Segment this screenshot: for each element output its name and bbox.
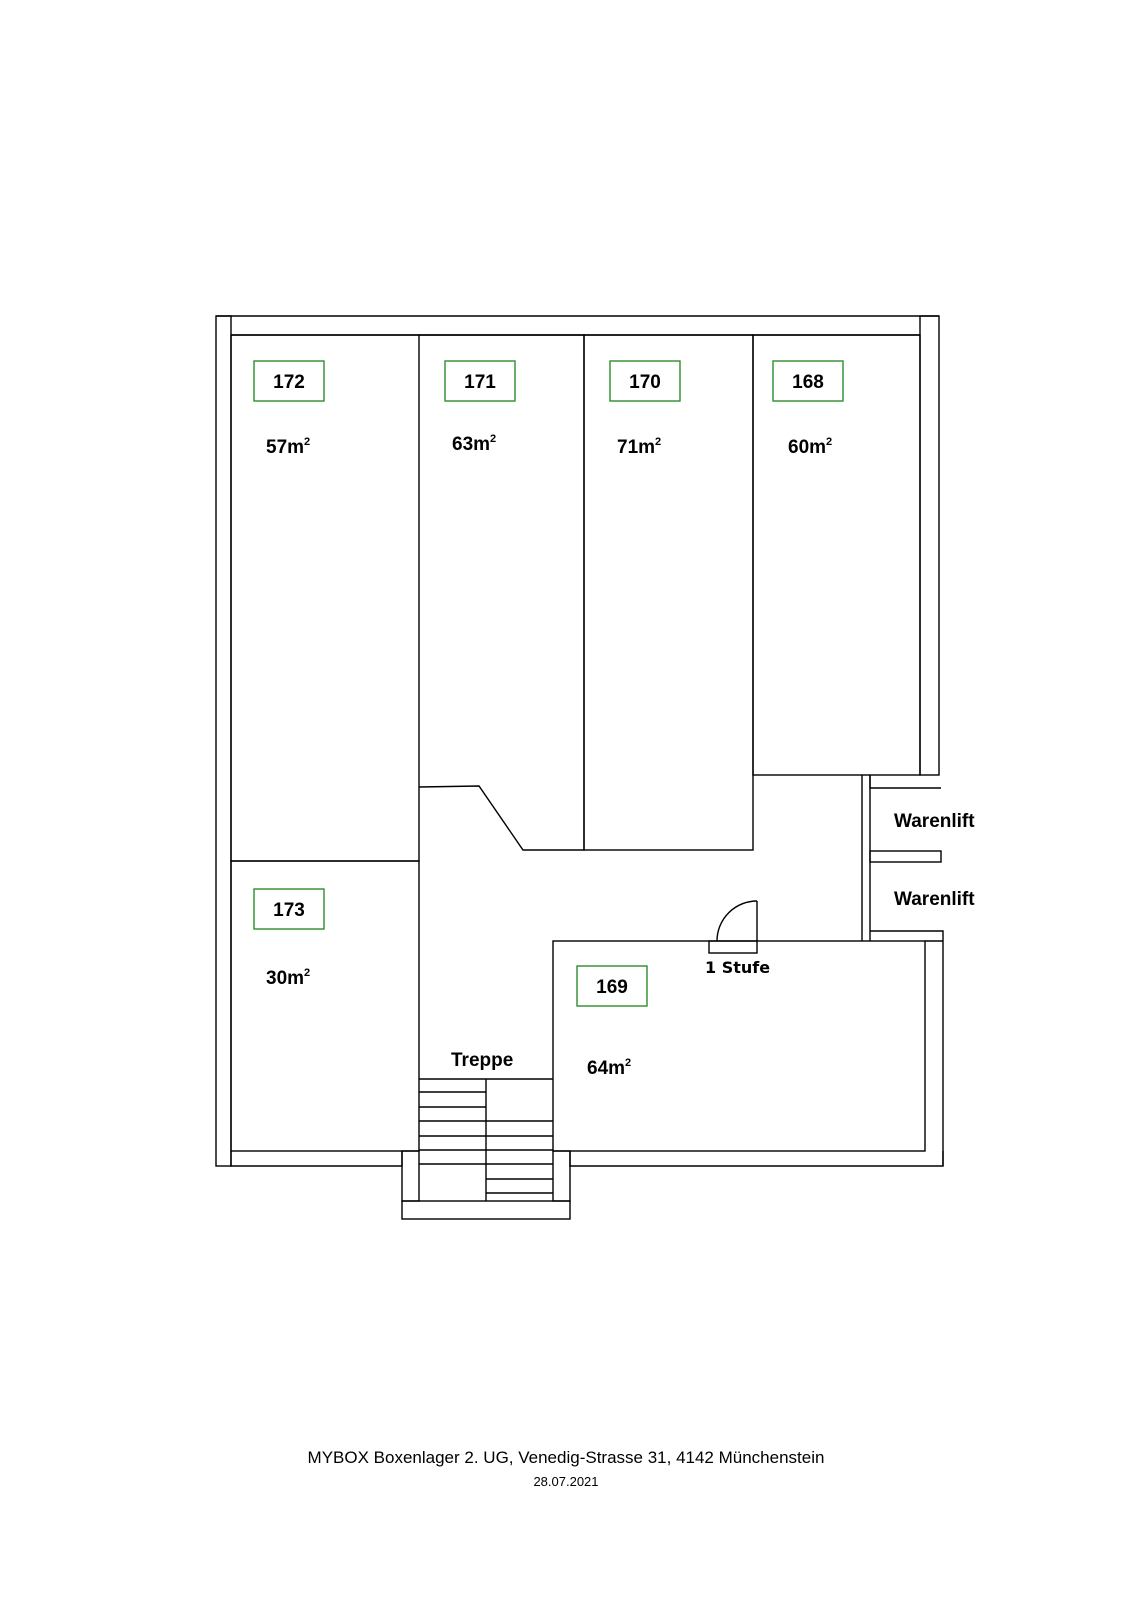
unit-171-id-box [444,360,516,402]
room-172-outline [230,334,420,862]
unit-173-area: 30m2 [266,967,310,989]
lift-label-lower: Warenlift [894,889,975,910]
unit-169-area: 64m2 [587,1057,631,1079]
unit-169-id-box [576,965,648,1007]
door-swing-arc [716,900,758,942]
stairs-label: Treppe [451,1050,513,1071]
room-170-outline [583,334,754,851]
unit-172-area: 57m2 [266,436,310,458]
unit-173-id-box [253,888,325,930]
unit-170-area: 71m2 [617,436,661,458]
room-168-outline [752,334,921,776]
unit-171-id: 171 [464,372,496,393]
unit-169-id: 169 [596,977,628,998]
unit-173-id: 173 [273,900,305,921]
footer-address: MYBOX Boxenlager 2. UG, Venedig-Strasse … [307,1448,825,1467]
unit-171-area: 63m2 [452,433,496,455]
lift-label-upper: Warenlift [894,811,975,832]
unit-172-id: 172 [273,372,305,393]
footer-date: 28.07.2021 [533,1474,599,1489]
step-label: 1 Stufe [705,958,770,977]
unit-170-id-box [609,360,681,402]
unit-168-id-box [772,360,844,402]
room-173-outline [230,860,420,1152]
walls [215,315,944,1220]
door-step [708,940,758,954]
unit-172-id-box [253,360,325,402]
unit-168-area: 60m2 [788,436,832,458]
unit-168-id: 168 [792,372,824,393]
room-171-outline [418,334,585,851]
unit-170-id: 170 [629,372,661,393]
